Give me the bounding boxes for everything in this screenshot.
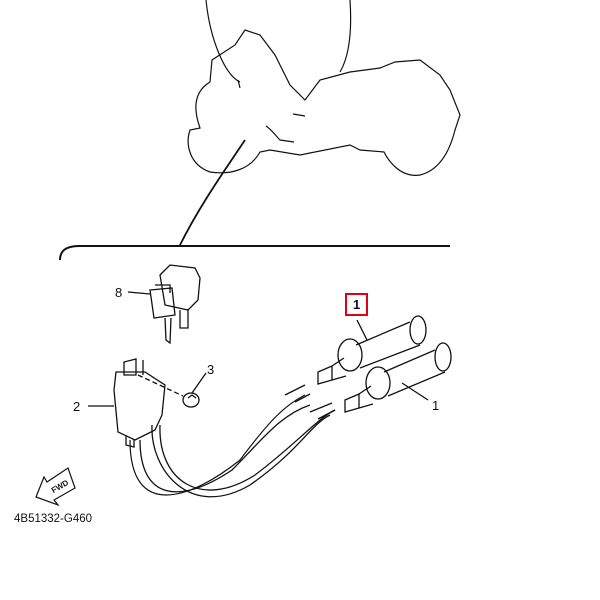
nut-part [137, 374, 200, 408]
leader-8 [127, 291, 151, 295]
leader-1a [356, 319, 368, 341]
diagram-code: 4B51332-G460 [14, 513, 93, 525]
plug-cap-part-a [317, 315, 427, 385]
leader-3 [191, 372, 207, 394]
plug-cap-part-b [344, 342, 452, 413]
motorcycle-silhouette [179, 0, 461, 246]
callout-1[interactable]: 1 [432, 398, 440, 413]
relay-part [149, 264, 201, 345]
leader-1b [401, 382, 429, 401]
fwd-arrow-icon: FWD [35, 467, 76, 507]
ignition-coil-part [113, 358, 336, 498]
callout-8[interactable]: 8 [115, 285, 123, 300]
detail-panel-border [59, 245, 450, 261]
callout-1-highlighted[interactable]: 1 [345, 293, 369, 316]
callout-2[interactable]: 2 [73, 399, 81, 414]
callout-3[interactable]: 3 [207, 362, 215, 377]
